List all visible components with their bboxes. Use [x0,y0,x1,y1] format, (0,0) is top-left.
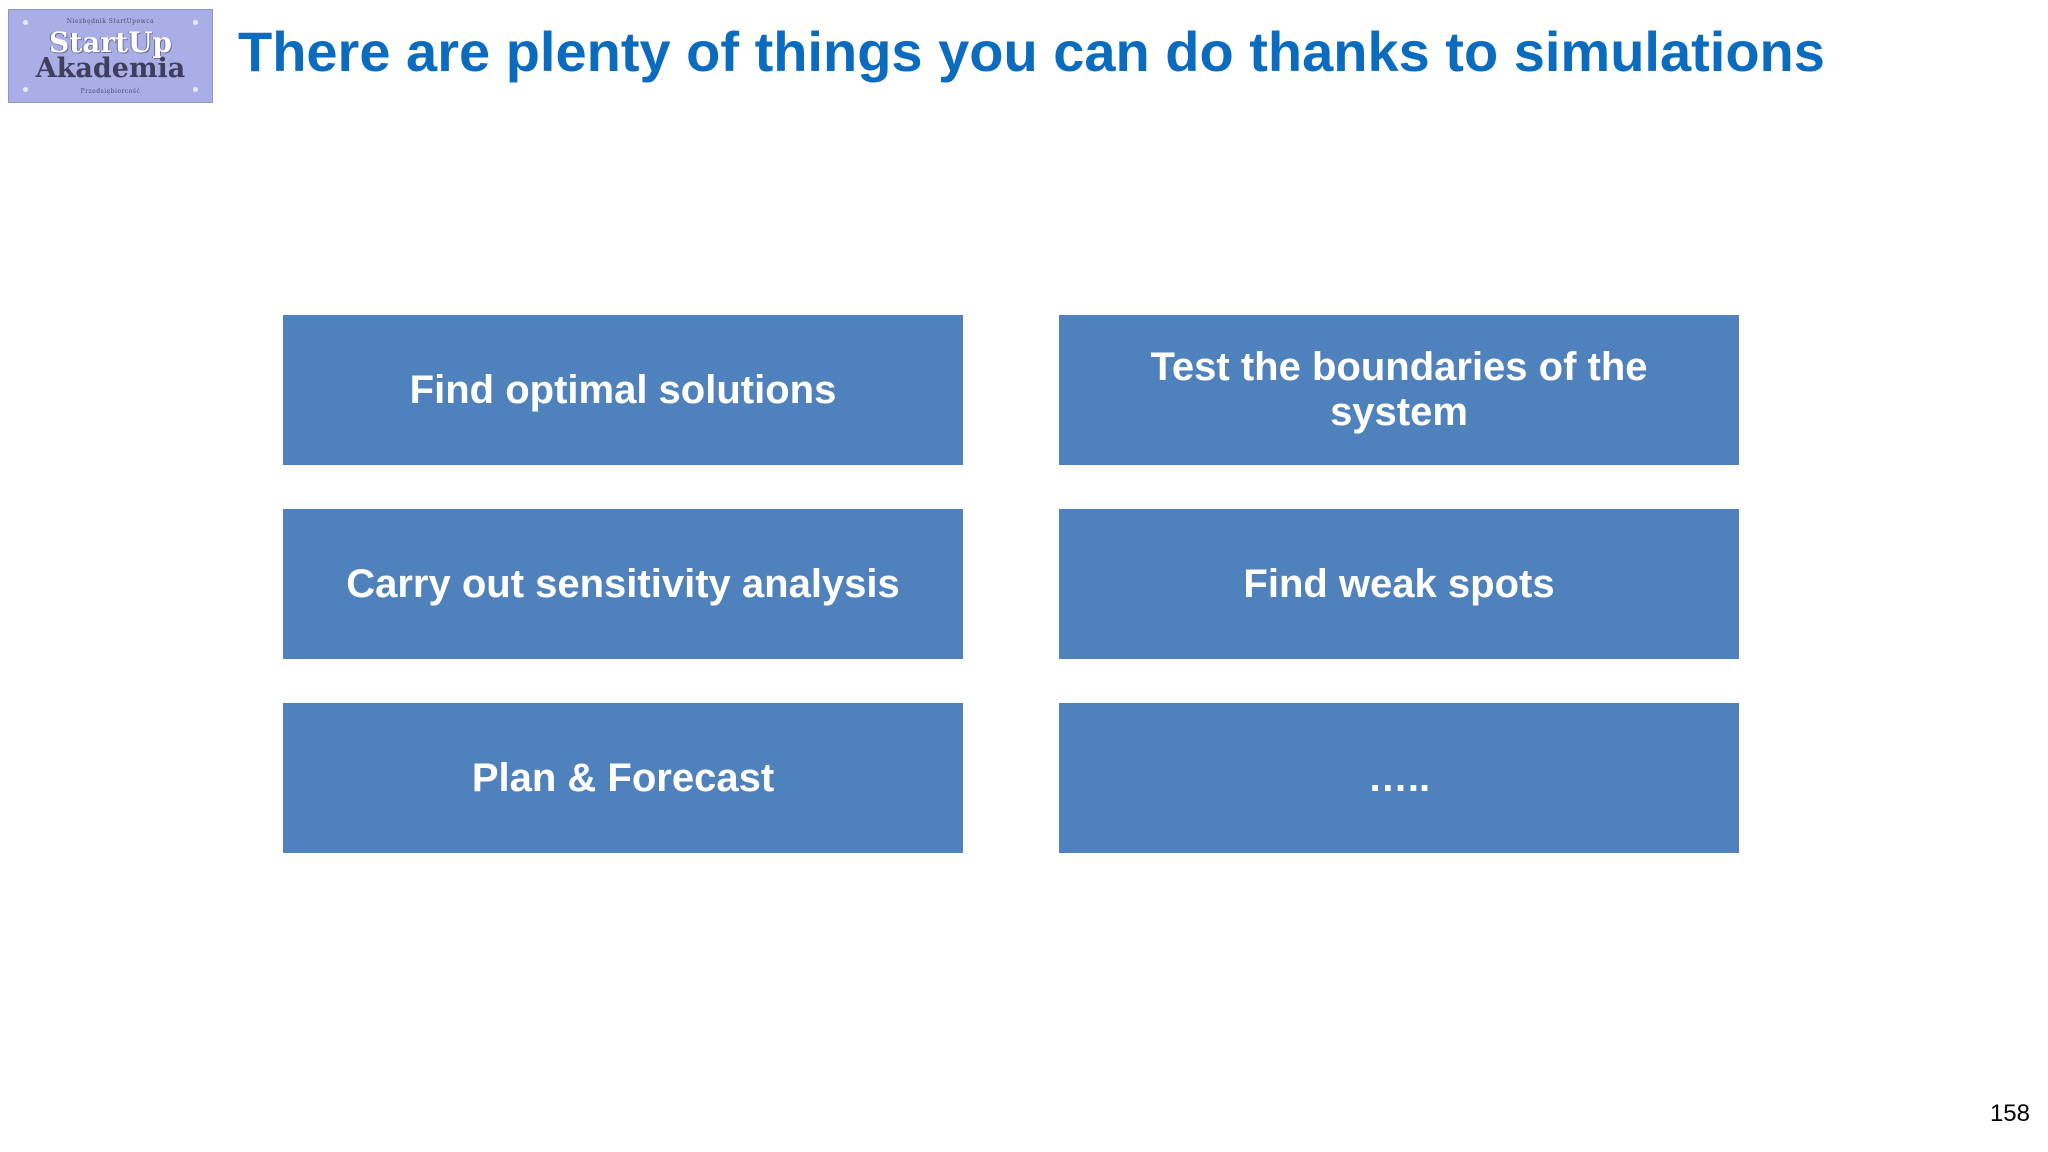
box-more: ….. [1059,703,1739,853]
box-test-boundaries: Test the boundaries of the system [1059,315,1739,465]
startup-akademia-logo: Niezbędnik StartUpowca StartUp Akademia … [8,9,213,103]
slide-title: There are plenty of things you can do th… [238,20,1825,83]
logo-rivet-icon [193,87,198,92]
logo-rivet-icon [23,87,28,92]
logo-tagline-top: Niezbędnik StartUpowca [66,18,155,25]
box-sensitivity-analysis: Carry out sensitivity analysis [283,509,963,659]
logo-tagline-bottom: Przedsiębiorcość [80,88,141,95]
page-number: 158 [1989,1100,2030,1127]
logo-text-akademia: Akademia [35,53,186,84]
box-find-weak-spots: Find weak spots [1059,509,1739,659]
box-plan-forecast: Plan & Forecast [283,703,963,853]
box-find-optimal-solutions: Find optimal solutions [283,315,963,465]
logo-text-startup: StartUp [49,26,172,59]
logo-rivet-icon [193,20,198,25]
logo-rivet-icon [23,20,28,25]
